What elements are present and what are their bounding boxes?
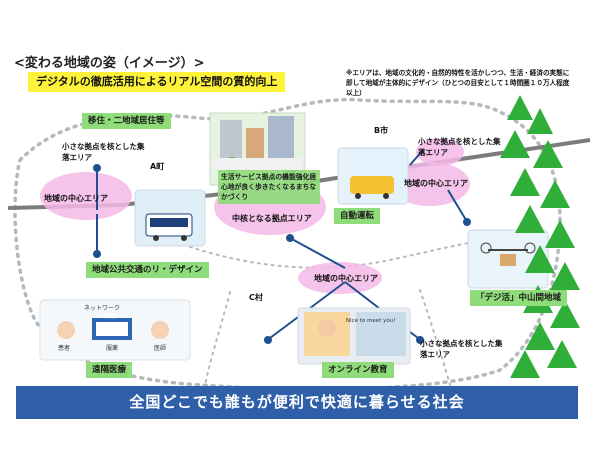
center-area-left-label: 地域の中心エリア [44, 194, 108, 203]
small-hub-right-top-label: 小さな拠点を核とした集落エリア [418, 137, 501, 157]
autonomous-car-illustration [337, 147, 409, 205]
speech-bubble: Nice to meet you! [346, 318, 396, 324]
life-service-label: 生活サービス拠点の機能強化居心地が良く歩きたくなるまちなかづくり [218, 170, 320, 204]
small-hub-left-label: 小さな拠点を核とした集落エリア [62, 142, 145, 162]
area-b-top [416, 138, 464, 166]
remote-medical-illustration [39, 299, 191, 361]
small-hub-right-bottom-label: 小さな拠点を核とした集落エリア [420, 339, 503, 359]
town-a-label: A町 [150, 162, 165, 171]
online-education-illustration [297, 307, 411, 365]
medicine-label: 服薬 [106, 345, 119, 352]
town-c-label: C村 [249, 293, 263, 302]
inner-boundary-dotted-3 [419, 289, 451, 386]
network-label: ネットワーク [84, 305, 121, 312]
digital-mountain-label: 「デジ活」中山間地域 [470, 290, 568, 306]
core-hub-label: 中核となる拠点エリア [232, 214, 312, 223]
area-note: ※エリアは、地域の文化的・自然的特性を活かしつつ、生活・経済の実態に即して地域が… [346, 69, 570, 97]
online-education-label: オンライン教育 [322, 362, 394, 378]
area-a-center [40, 172, 132, 220]
page-heading: <変わる地域の姿（イメージ）> [14, 56, 205, 71]
subtitle-highlight: デジタルの徹底活用によるリアル空間の質的向上 [28, 72, 286, 92]
town-b-label: B市 [374, 126, 389, 135]
clinic-label: 診療 [104, 313, 117, 320]
area-c-center [298, 262, 382, 294]
center-area-right-label: 地域の中心エリア [404, 179, 468, 188]
bottom-banner: 全国どこでも誰もが便利で快適に暮らせる社会 [16, 386, 578, 419]
public-transport-label: 地域公共交通のリ・デザイン [86, 262, 209, 278]
doctor-label: 医師 [154, 345, 167, 352]
patient-label: 患者 [58, 345, 71, 352]
center-area-middle-label: 地域の中心エリア [314, 274, 378, 283]
drone-illustration [467, 229, 549, 289]
migration-label: 移住・二地域居住等 [82, 113, 171, 129]
bus-illustration [134, 189, 206, 247]
remote-medical-label: 遠隔医療 [86, 362, 133, 378]
inner-boundary-dotted-2 [204, 291, 231, 386]
autonomous-label: 自動運転 [334, 208, 381, 224]
